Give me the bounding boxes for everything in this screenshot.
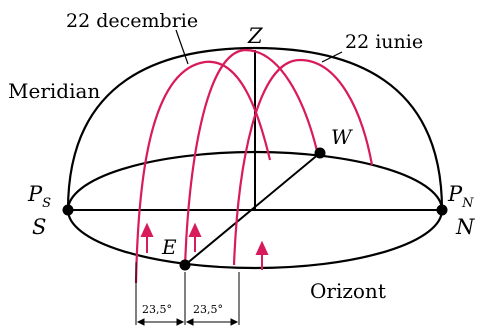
meridian-dome — [66, 46, 444, 211]
sun-path-december — [134, 60, 272, 284]
jun22-leader — [321, 51, 343, 63]
label-pn-sub: N — [461, 196, 474, 211]
label-dec22: 22 decembrie — [66, 10, 198, 32]
label-zenith: Z — [247, 24, 263, 48]
east-west-axis — [184, 152, 321, 266]
sun-path-june — [232, 58, 374, 266]
label-angle-left: 23,5° — [142, 303, 172, 316]
pn-point — [436, 204, 448, 216]
label-pn-main: P — [447, 182, 463, 206]
direction-arrows — [140, 222, 269, 270]
label-south: S — [32, 215, 46, 239]
label-east: E — [161, 235, 177, 259]
label-west: W — [331, 125, 353, 149]
label-ps-main: P — [27, 182, 43, 206]
dec22-leader — [175, 29, 189, 65]
label-meridian: Meridian — [8, 79, 100, 103]
label-pn: PN — [447, 182, 474, 211]
label-jun22: 22 iunie — [345, 31, 423, 53]
east-point — [179, 259, 191, 271]
label-angle-right: 23,5° — [193, 303, 223, 316]
ps-point — [62, 204, 74, 216]
west-point — [314, 147, 326, 159]
label-ps: PS — [27, 182, 51, 211]
label-ps-sub: S — [42, 196, 51, 211]
sun-paths — [134, 48, 374, 284]
label-horizon: Orizont — [310, 279, 386, 303]
label-north: N — [455, 215, 475, 239]
angle-markers — [135, 262, 240, 326]
sun-path-equinox — [183, 48, 320, 269]
